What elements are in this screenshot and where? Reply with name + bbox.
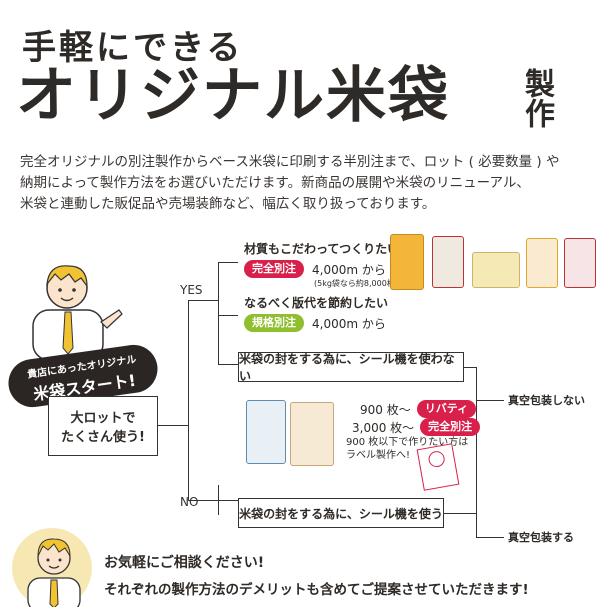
page-title-side: 製作	[518, 68, 554, 136]
no-seal-box: 米袋の封をする為に、シール機を使わない	[238, 352, 464, 383]
yes-label: YES	[180, 283, 203, 297]
label-note-line2: ラベル製作へ!	[346, 450, 411, 461]
rice-bag-image	[390, 234, 424, 290]
label-note-line1: 900 枚以下で作りたい方は	[346, 437, 469, 448]
intro-line: 納期によって製作方法をお選びいただけます。新商品の展開や米袋のリニューアル、	[20, 175, 530, 191]
liberty-qty: 900 枚〜	[360, 402, 411, 417]
no-vacuum-label: 真空包装しない	[508, 394, 585, 407]
full-custom-heading: 材質もこだわってつくりたい	[244, 242, 400, 256]
rice-bag-image	[432, 236, 464, 288]
rice-bag-image	[290, 402, 334, 466]
page-title-side-text: 製作	[519, 68, 554, 128]
lot-question-line2: たくさん使う!	[61, 430, 145, 445]
intro-line: 米袋と連動した販促品や売場装飾など、幅広く取り扱っております。	[20, 196, 436, 212]
connector	[476, 400, 504, 401]
connector	[218, 315, 238, 316]
full-custom-pill: 完全別注	[244, 260, 304, 278]
businessman-icon	[12, 528, 92, 611]
full-custom-quantity: 3,000 枚〜 完全別注	[352, 418, 481, 436]
no-label: NO	[180, 495, 199, 509]
footer-line1: お気軽にご相談ください!	[104, 555, 265, 571]
intro-line: 完全オリジナルの別注製作からベース米袋に印刷する半別注まで、ロット ( 必要数量…	[20, 154, 560, 170]
connector	[188, 500, 238, 501]
full-custom-option: 材質もこだわってつくりたい 完全別注 4,000m から (5kg袋なら約8,0…	[244, 240, 406, 289]
full-custom-qty: 3,000 枚〜	[352, 420, 415, 435]
intro-text: 完全オリジナルの別注製作からベース米袋に印刷する半別注まで、ロット ( 必要数量…	[20, 152, 585, 215]
standard-amount: 4,000m から	[312, 316, 386, 331]
full-custom-amount: 4,000m から	[312, 262, 386, 277]
full-custom-pill-no: 完全別注	[420, 418, 481, 436]
label-note: 900 枚以下で作りたい方は ラベル製作へ!	[346, 436, 468, 462]
label-sample-icon	[427, 449, 446, 469]
lot-question-box: 大ロットで たくさん使う!	[48, 396, 158, 456]
footer-line2: それぞれの製作方法のデメリットも含めてご提案させていただきます!	[104, 582, 529, 598]
businessman-illustration	[15, 258, 125, 361]
page-title-line2: オリジナル米袋	[16, 61, 450, 131]
standard-pill: 規格別注	[244, 314, 304, 332]
rice-bag-image	[564, 238, 596, 288]
product-images-row	[388, 234, 598, 294]
page-title-line1: 手軽にできる	[22, 28, 244, 68]
connector	[218, 364, 238, 365]
connector	[158, 425, 188, 426]
rice-bag-image	[526, 238, 558, 288]
connector	[476, 367, 477, 537]
connector	[188, 300, 189, 500]
liberty-pill: リバティ	[416, 400, 477, 418]
no-branch-products	[244, 398, 344, 470]
lot-question-line1: 大ロットで	[70, 411, 136, 426]
seal-box: 米袋の封をする為に、シール機を使う	[238, 498, 444, 528]
connector	[464, 367, 476, 368]
connector	[218, 262, 219, 364]
standard-heading: なるべく版代を節約したい	[244, 296, 389, 310]
vacuum-label: 真空包装する	[508, 531, 574, 544]
liberty-quantity: 900 枚〜 リバティ	[360, 400, 477, 418]
businessman-icon	[32, 265, 123, 361]
footer-illustration	[10, 522, 100, 611]
connector	[218, 485, 219, 515]
connector	[218, 262, 238, 263]
connector	[476, 537, 504, 538]
standard-option: なるべく版代を節約したい 規格別注 4,000m から	[244, 294, 388, 332]
rice-bag-image	[246, 400, 286, 464]
connector	[188, 300, 218, 301]
rice-bag-image	[472, 252, 520, 288]
full-custom-note: (5kg袋なら約8,000枚〜)	[314, 279, 406, 288]
label-sample-image	[416, 443, 460, 491]
connector	[444, 513, 476, 514]
